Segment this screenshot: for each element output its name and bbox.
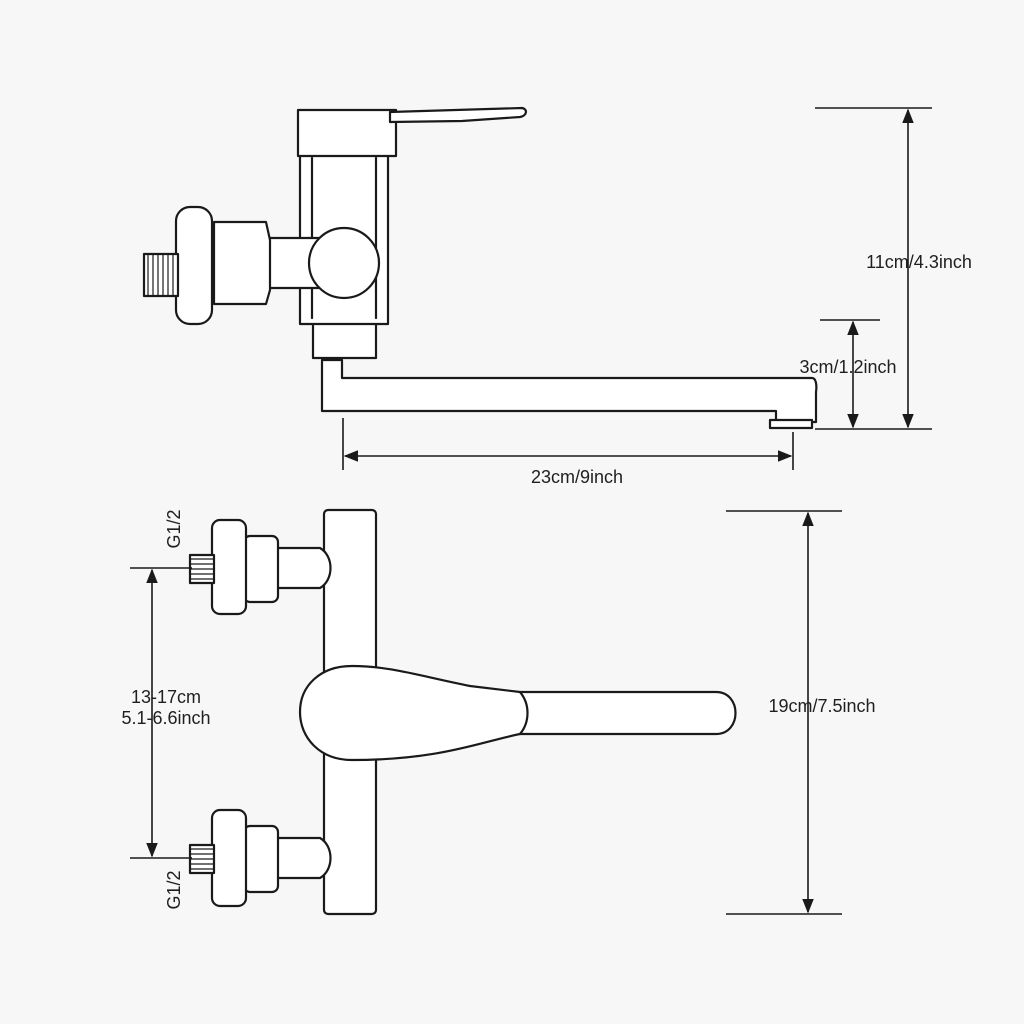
front-height-label: 19cm/7.5inch (768, 696, 875, 716)
inlet-thread-lines (147, 254, 174, 296)
dimension-total-height (815, 107, 932, 430)
top-thread-label: G1/2 (164, 509, 184, 548)
top-flange (210, 518, 248, 616)
lever-joint (518, 690, 529, 736)
cartridge-knob (307, 226, 381, 300)
top-cap (296, 108, 398, 158)
dimension-inlet-spacing (130, 567, 192, 859)
flange-cover (174, 205, 214, 326)
spacing-label-cm: 13-17cm (131, 687, 201, 707)
bottom-flange (210, 808, 248, 908)
hex-nut (212, 220, 272, 306)
spout-length-label: 23cm/9inch (531, 467, 623, 487)
bottom-connector-arm (274, 836, 332, 880)
top-connector-arm (274, 546, 332, 590)
spout-pipe (320, 358, 818, 424)
bottom-thread-lines (190, 848, 214, 870)
top-hex-nut (242, 534, 280, 604)
spout-aerator (768, 418, 814, 430)
dimension-front-height (726, 510, 842, 915)
front-handle-lever (298, 664, 737, 762)
spout-height-label: 3cm/1.2inch (799, 357, 896, 377)
handle-lever (388, 106, 527, 124)
side-height-label: 11cm/4.3inch (866, 252, 972, 272)
lower-collar (311, 321, 378, 360)
bottom-hex-nut (242, 824, 280, 894)
dimension-spout-length (342, 418, 794, 470)
spacing-label-inch: 5.1-6.6inch (121, 708, 210, 728)
bottom-thread-label: G1/2 (164, 870, 184, 909)
top-thread-lines (190, 558, 214, 580)
side-view-drawing (142, 106, 818, 430)
dimension-spout-height (820, 319, 880, 429)
front-view-drawing (188, 508, 737, 916)
threaded-inlet (142, 252, 180, 298)
